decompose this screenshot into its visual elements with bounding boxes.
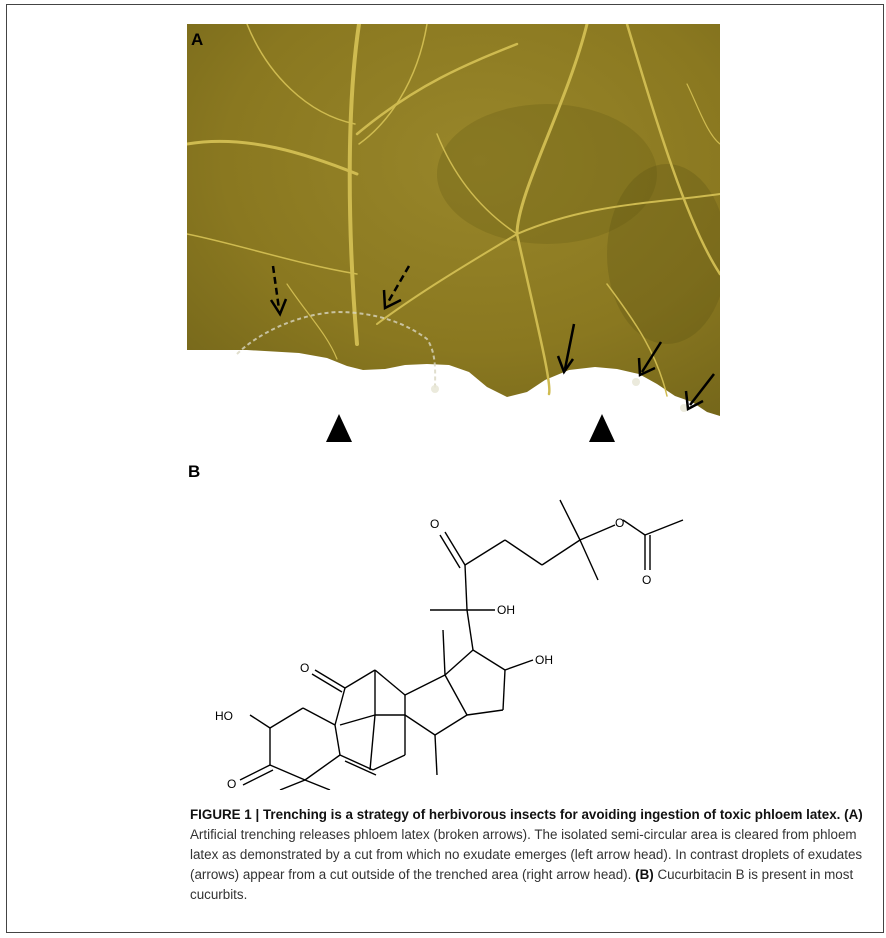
atom-label: O [300,661,309,675]
structure-bonds [239,499,684,790]
right-arrow-head [589,414,615,442]
figure-number: FIGURE 1 | [190,807,260,822]
latex-droplet [431,385,439,393]
figure-title: Trenching is a strategy of herbivorous i… [262,807,841,822]
solid-arrow [637,341,663,377]
leaf-dark-patch [607,164,720,344]
atom-label: O [615,516,624,530]
broken-arrow [269,265,288,317]
atom-label: O [430,517,439,531]
panel-a-ref: (A) [844,807,863,822]
leaf-veins [187,24,720,397]
panel-a-description: Artificial trenching releases phloem lat… [190,827,863,882]
solid-arrow [556,323,576,375]
latex-droplet [632,378,640,386]
panel-b-ref: (B) [635,867,654,882]
atom-label: O [642,573,651,587]
panel-b-label: B [188,462,201,481]
figure-caption: FIGURE 1 | Trenching is a strategy of he… [190,805,870,905]
left-arrow-head [326,414,352,442]
atom-label: OH [535,653,553,667]
latex-droplet [680,404,688,412]
atom-label: OH [497,603,515,617]
panel-b-description: Cucurbitacin B is present in most cucurb… [190,867,854,902]
latex-trench [236,310,437,390]
cucurbitacin-b-structure: O OH O O O OH HO O [215,499,684,790]
solid-arrow [684,373,715,411]
broken-arrow [382,265,411,310]
atom-label: O [227,777,236,790]
structure-atom-labels: O OH O O O OH HO O [215,516,651,790]
atom-label: HO [215,709,233,723]
leaf-blade [187,24,720,416]
leaf-photograph [187,24,720,416]
panel-a-label: A [191,30,204,49]
